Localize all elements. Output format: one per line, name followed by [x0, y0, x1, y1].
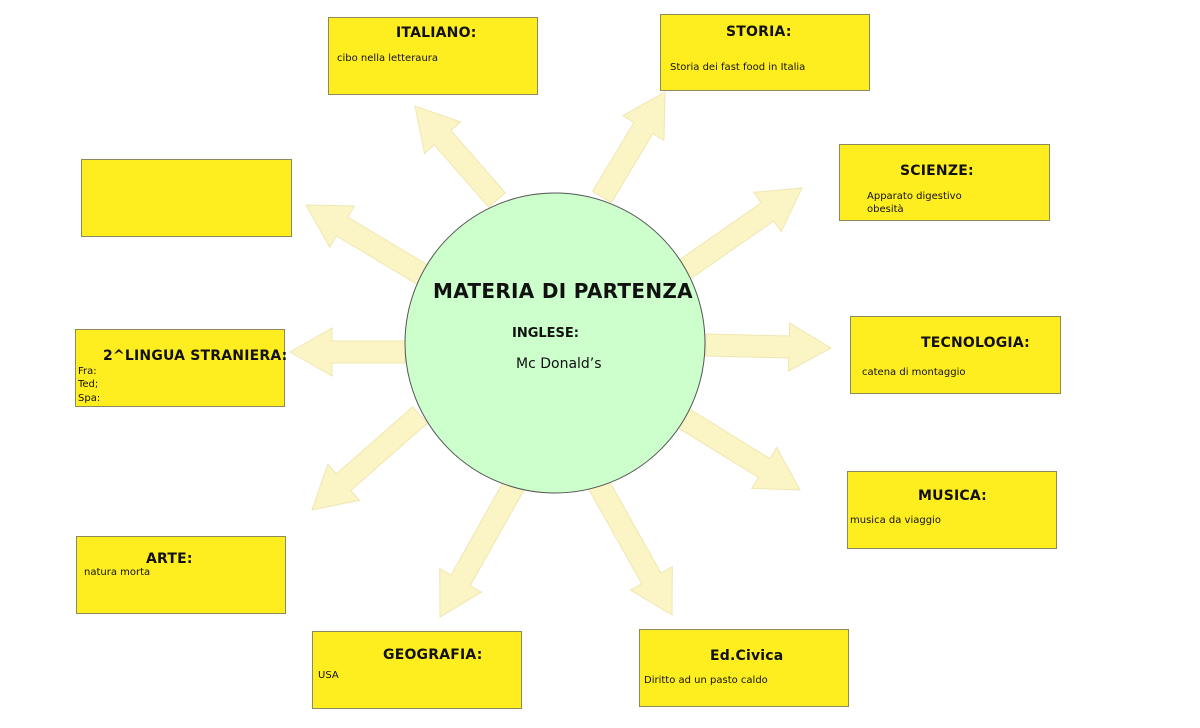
box-scienze-line2: obesità [867, 204, 904, 215]
box-scienze: SCIENZE: Apparato digestivo obesità [839, 144, 1050, 221]
box-lingua-straniera: 2^LINGUA STRANIERA: Fra: Ted; Spa: [75, 329, 288, 407]
center-subject: INGLESE: [512, 326, 579, 341]
box-geografia-text: USA [318, 670, 339, 681]
arrow-musica [676, 407, 801, 491]
box-arte-title: ARTE: [146, 551, 193, 567]
box-scienze-title: SCIENZE: [900, 163, 974, 179]
arrow-lingua [288, 327, 406, 377]
arrow-tecnologia [705, 322, 833, 372]
box-tecnologia-text: catena di montaggio [862, 367, 966, 378]
center-title: MATERIA DI PARTENZA [433, 279, 693, 303]
box-edcivica-title: Ed.Civica [710, 648, 784, 664]
box-musica: MUSICA: musica da viaggio [847, 471, 1057, 549]
arrow-edcivica [584, 471, 673, 616]
box-storia-title: STORIA: [726, 24, 792, 40]
arrows-layer [288, 91, 833, 618]
box-geografia: GEOGRAFIA: USA [312, 631, 522, 709]
box-musica-text: musica da viaggio [850, 515, 941, 526]
center-topic: Mc Donald’s [516, 356, 602, 372]
box-lingua-line1: Fra: [78, 366, 97, 377]
box-arte: ARTE: natura morta [76, 536, 286, 614]
box-italiano: ITALIANO: cibo nella letteraura [328, 17, 538, 95]
arrow-italiano [414, 105, 507, 208]
box-tecnologia-title: TECNOLOGIA: [921, 335, 1030, 351]
box-lingua-line2: Ted; [78, 379, 99, 390]
arrow-geografia [439, 473, 528, 618]
box-storia: STORIA: Storia dei fast food in Italia [660, 14, 870, 91]
arrow-storia [591, 91, 666, 204]
box-lingua-line3: Spa: [78, 393, 101, 404]
box-italiano-title: ITALIANO: [396, 25, 477, 41]
arrow-scienze [677, 187, 803, 280]
box-italiano-text: cibo nella letteraura [337, 53, 439, 64]
box-scienze-line1: Apparato digestivo [867, 191, 962, 202]
box-tecnologia: TECNOLOGIA: catena di montaggio [850, 316, 1061, 394]
box-geografia-title: GEOGRAFIA: [383, 647, 483, 663]
box-storia-text: Storia dei fast food in Italia [670, 62, 806, 73]
arrow-empty [305, 204, 435, 289]
box-arte-text: natura morta [84, 567, 151, 578]
arrow-arte [311, 405, 429, 511]
box-lingua-title: 2^LINGUA STRANIERA: [103, 348, 288, 364]
center-circle [404, 192, 706, 494]
box-edcivica: Ed.Civica Diritto ad un pasto caldo [639, 629, 849, 707]
box-musica-title: MUSICA: [918, 488, 987, 504]
box-empty [81, 159, 292, 237]
box-edcivica-text: Diritto ad un pasto caldo [644, 675, 768, 686]
